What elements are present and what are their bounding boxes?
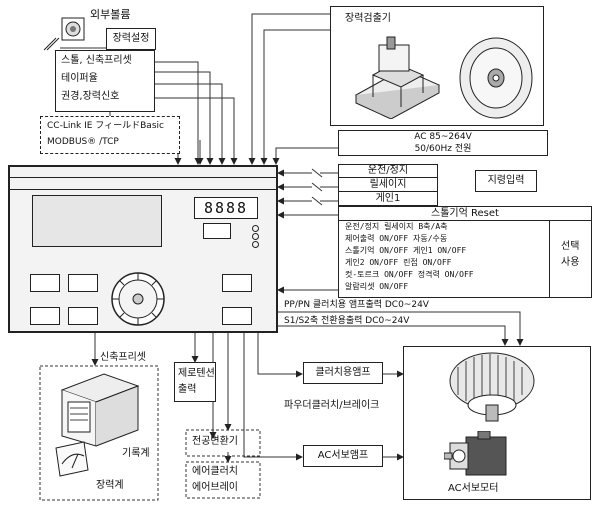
power-box: AC 85~264V 50/60Hz 전원 <box>338 130 548 156</box>
s1-s2-output-label: S1/S2축 전환용출력 DC0~24V <box>284 316 410 326</box>
select-label: 사용 <box>561 257 580 268</box>
stall-table-row: 스톨기억 ON/OFF 게인1 ON/OFF <box>345 246 467 255</box>
run-inputs-box: 운전/정지 릴세이지 게인1 <box>338 164 438 206</box>
ac-servo-motor-icon <box>444 431 507 476</box>
preset-label: 신축프리셋 <box>100 352 146 363</box>
panel-button[interactable] <box>68 274 98 292</box>
led-indicator <box>252 233 259 240</box>
tension-setting-box: 장력설정 <box>106 28 156 50</box>
recorder-icon <box>60 373 140 447</box>
panel-button[interactable] <box>68 307 98 325</box>
tension-detector-block-icon <box>354 36 441 119</box>
run-input-item: 게인1 <box>375 193 401 204</box>
controller-unit: 8888 <box>8 165 278 333</box>
external-volume-label: 외부볼륨 <box>90 8 131 21</box>
ac-servo-amp-label: AC서보앰프 <box>317 450 369 461</box>
clutch-amp-box: 클러치용앰프 <box>303 362 383 384</box>
tension-setting-label: 장력설정 <box>112 33 150 44</box>
ac-servo-motor-label: AC서보모터 <box>448 483 499 494</box>
input-signals-box: 스톨, 신축프리셋 테이퍼율 권경,장력신호 <box>55 50 155 112</box>
air-line: 에어브레이 <box>192 482 238 493</box>
cable-icon <box>42 34 60 52</box>
knob-icon <box>61 17 85 41</box>
comm-box: CC-Link IE フィールドBasic MODBUS® /TCP <box>40 116 180 154</box>
lcd-screen <box>32 195 162 247</box>
tension-meter-label: 장력계 <box>96 480 124 491</box>
run-input-item: 운전/정지 <box>339 165 437 178</box>
stall-memory-header: 스톨기억 Reset <box>339 208 591 221</box>
powder-clutch-icon <box>449 352 535 422</box>
panel-button[interactable] <box>30 274 60 292</box>
stall-table-row: 게인2 ON/OFF 린접 ON/OFF <box>345 258 452 267</box>
tension-meter-icon <box>55 441 89 477</box>
device-frame: AC서보모터 <box>403 346 591 500</box>
stall-table-row: 알람리셋 ON/OFF <box>345 282 409 291</box>
clutch-amp-label: 클러치용앰프 <box>315 367 371 378</box>
tension-detector-label: 장력검출기 <box>345 13 391 24</box>
panel-button[interactable] <box>222 307 252 325</box>
input-signal-line: 테이퍼율 <box>61 73 98 84</box>
led-indicator <box>252 225 259 232</box>
power-line: 50/60Hz 전원 <box>414 144 472 154</box>
comm-line: MODBUS® /TCP <box>47 137 119 147</box>
stall-memory-box: 스톨기억 Reset 운전/정지 릴세이지 B축/A축 제어출력 ON/OFF … <box>338 206 592 298</box>
divider <box>10 177 276 178</box>
input-signal-line: 스톨, 신축프리셋 <box>61 55 132 66</box>
stall-table-row: 컷-토르크 ON/OFF 정격력 ON/OFF <box>345 270 474 279</box>
command-input-box: 지령입력 <box>475 170 537 192</box>
led-indicator <box>252 241 259 248</box>
input-signal-line: 권경,장력신호 <box>61 91 120 102</box>
stall-table-row: 운전/정지 릴세이지 B축/A축 <box>345 222 448 231</box>
external-volume-knob[interactable] <box>60 16 86 42</box>
tension-detector-box: 장력검출기 <box>330 6 544 126</box>
comm-line: CC-Link IE フィールドBasic <box>47 121 164 131</box>
power-line: AC 85~264V <box>414 132 472 142</box>
panel-button[interactable] <box>222 274 252 292</box>
jog-dial-icon[interactable] <box>110 271 166 327</box>
pp-pn-output-label: PP/PN 클러치용 앰프출력 DC0~24V <box>284 300 429 310</box>
divider <box>549 221 550 297</box>
select-label: 선택 <box>561 241 580 252</box>
zero-tension-line: 출력 <box>178 384 197 395</box>
divider <box>10 189 276 190</box>
tension-detector-disc-icon <box>459 37 533 119</box>
zero-tension-line: 제로텐션 <box>178 368 215 379</box>
small-display <box>203 223 231 239</box>
ep-converter-label: 전공변환기 <box>192 436 238 447</box>
panel-button[interactable] <box>30 307 60 325</box>
run-input-item: 릴세이지 <box>339 179 437 192</box>
ac-servo-amp-box: AC서보앰프 <box>303 445 383 467</box>
zero-tension-box: 제로텐션 출력 <box>174 362 216 402</box>
stall-table-row: 제어출력 ON/OFF 자동/수동 <box>345 234 448 243</box>
seven-segment-display: 8888 <box>194 197 258 219</box>
recorder-label: 기록계 <box>122 448 150 459</box>
command-input-label: 지령입력 <box>487 175 525 186</box>
air-line: 에어클러치 <box>192 466 238 477</box>
powder-label: 파우더클러치/브레이크 <box>284 400 380 411</box>
